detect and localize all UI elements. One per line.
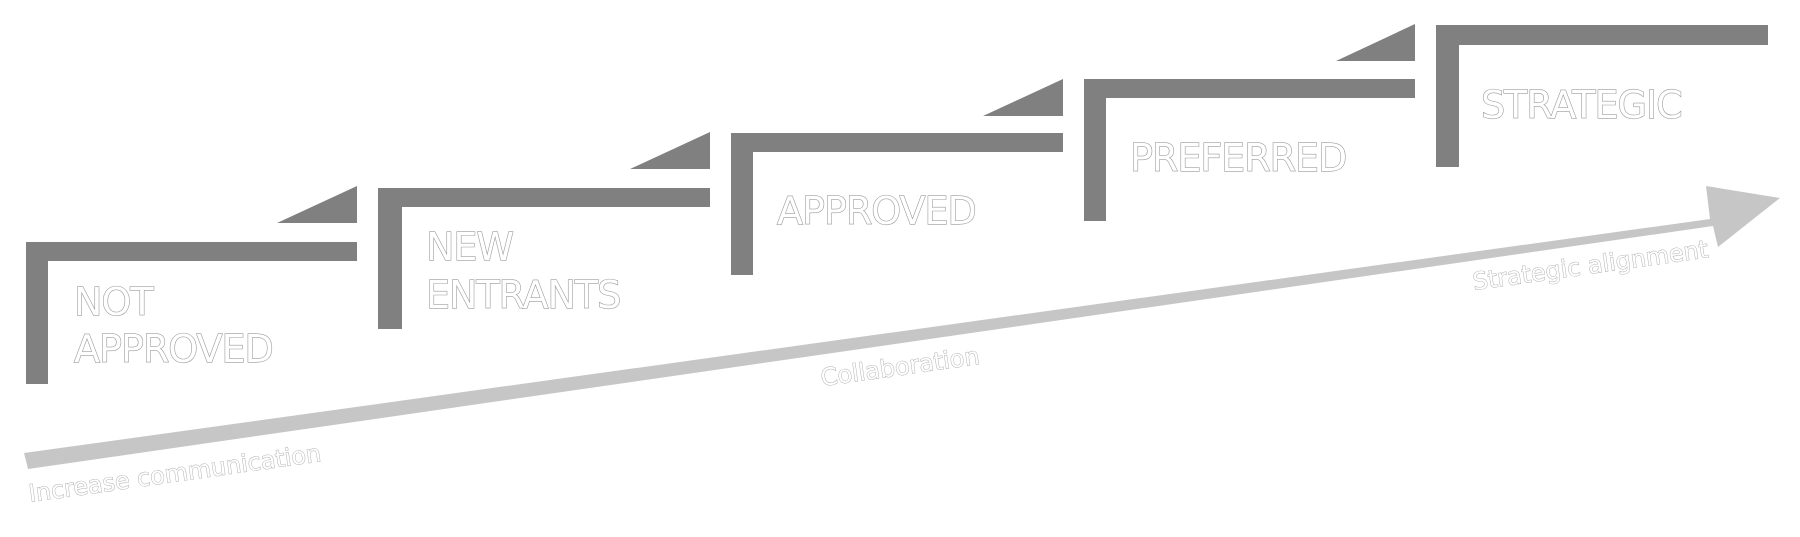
stage-label-line-2: ENTRANTS (426, 273, 620, 317)
stage-label: APPROVED (777, 189, 976, 233)
stage-not-approved: NOT APPROVED (26, 186, 357, 384)
step-wedge (630, 132, 710, 169)
stage-label-line-1: APPROVED (777, 189, 976, 233)
step-wedge (1336, 24, 1415, 61)
progression-arrow (24, 186, 1780, 469)
stage-label: STRATEGIC (1481, 83, 1682, 127)
stage-label: NEW ENTRANTS (426, 225, 620, 317)
stage-label-line-1: NOT (74, 280, 154, 324)
stage-preferred: PREFERRED (1084, 24, 1415, 221)
step-bracket (378, 188, 710, 329)
step-wedge (983, 79, 1063, 116)
stage-strategic: STRATEGIC (1436, 25, 1768, 167)
step-bracket (1436, 25, 1768, 167)
stage-label-line-2: APPROVED (74, 327, 273, 371)
step-bracket (731, 133, 1063, 275)
stage-label-line-1: NEW (426, 225, 513, 269)
step-bracket (1084, 79, 1415, 221)
step-bracket (26, 242, 357, 384)
stage-label: PREFERRED (1130, 136, 1346, 180)
stage-label: NOT APPROVED (74, 280, 273, 371)
stage-label-line-1: PREFERRED (1130, 136, 1346, 180)
stage-approved: APPROVED (731, 79, 1063, 275)
stage-label-line-1: STRATEGIC (1481, 83, 1682, 127)
stage-new-entrants: NEW ENTRANTS (378, 132, 710, 329)
axis-label-end: Strategic alignment (1471, 235, 1710, 296)
step-wedge (277, 186, 357, 223)
